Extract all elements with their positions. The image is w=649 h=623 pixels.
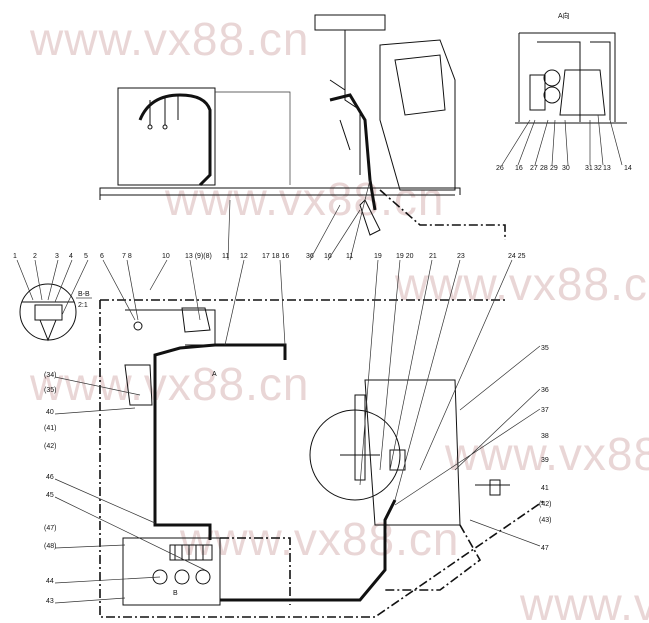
callout-label: 3: [55, 253, 59, 260]
section-scale-label: 2:1: [78, 302, 88, 309]
callout-label: 44: [46, 578, 54, 585]
callout-label: 13: [603, 165, 611, 172]
callout-label: (47): [44, 525, 56, 532]
watermark-text: www.vx88.cn: [444, 428, 649, 480]
callout-label: 21: [429, 253, 437, 260]
callout-label: 41: [541, 485, 549, 492]
callout-label: (41): [44, 425, 56, 432]
callouts-top-row: 1 2 3 4 5 6 7 8 10 13 (9)(8) 11 12 17 18…: [13, 179, 526, 501]
callout-label: (34): [44, 372, 56, 379]
callout-label: 1: [13, 253, 17, 260]
callout-label: (48): [44, 543, 56, 550]
callout-label: 38: [541, 433, 549, 440]
section-bb-label: B-B: [78, 291, 90, 298]
callout-label: 32: [594, 165, 602, 172]
callout-label: 26: [496, 165, 504, 172]
callout-label: 47: [541, 545, 549, 552]
watermark-text: www.vx88.cn: [164, 173, 444, 225]
callout-label: 40: [46, 409, 54, 416]
watermark-text: www.vx88.cn: [29, 358, 309, 410]
section-bb-detail: B-B 2:1: [16, 259, 92, 342]
callouts-left: (34) (35) 40 (41) (42) 46 45 (47) (48) 4…: [44, 372, 206, 605]
top-side-view: [99, 14, 506, 240]
callout-label: (42): [539, 501, 551, 508]
callout-label: 29: [550, 165, 558, 172]
callout-label: 45: [46, 492, 54, 499]
callout-label: 4: [69, 253, 73, 260]
callout-label: 2: [33, 253, 37, 260]
callout-label: 6: [100, 253, 104, 260]
callout-label: 13 (9)(8): [185, 253, 212, 260]
callout-label: 16: [515, 165, 523, 172]
callout-label: (42): [44, 443, 56, 450]
callout-label: 35: [541, 345, 549, 352]
callout-label: 39: [541, 457, 549, 464]
callout-label: 12: [240, 253, 248, 260]
callout-label: 27: [530, 165, 538, 172]
watermark-text: www.vx88.cn: [519, 578, 649, 623]
callout-label: (35): [44, 387, 56, 394]
arrow-a-label: A: [212, 371, 217, 378]
callout-label: (43): [539, 517, 551, 524]
callouts-right: 35 36 37 38 39 41 (42) (43) 47: [394, 345, 551, 552]
callout-label: 19: [374, 253, 382, 260]
watermark-text: www.vx88.cn: [29, 13, 309, 65]
callout-label: 24 25: [508, 253, 526, 260]
callout-label: 7 8: [122, 253, 132, 260]
callout-label: 10: [162, 253, 170, 260]
watermarks: www.vx88.cn www.vx88.cn www.vx88.cn www.…: [29, 13, 649, 623]
callout-label: 16: [324, 253, 332, 260]
callout-label: 5: [84, 253, 88, 260]
callout-label: 23: [457, 253, 465, 260]
callouts-view-a: 26 16 27 28 29 30 31 32 13 14: [496, 165, 632, 172]
callout-label: 43: [46, 598, 54, 605]
callout-label: 19 20: [396, 253, 414, 260]
view-a: A向: [501, 11, 627, 166]
view-a-label: A向: [558, 11, 570, 20]
watermark-text: www.vx88.cn: [394, 258, 649, 310]
callout-label: 30: [562, 165, 570, 172]
callout-label: 14: [624, 165, 632, 172]
callout-label: 28: [540, 165, 548, 172]
callout-label: 36: [306, 253, 314, 260]
arrow-b-label: B: [173, 590, 178, 597]
callout-label: 11: [346, 253, 353, 260]
callout-label: 36: [541, 387, 549, 394]
callout-label: 17 18 16: [262, 253, 289, 260]
watermark-text: www.vx88.cn: [179, 513, 459, 565]
callout-label: 31: [585, 165, 593, 172]
main-layout-view: A B: [99, 299, 546, 618]
callout-label: 37: [541, 407, 549, 414]
callout-label: 11: [222, 253, 229, 260]
callout-label: 46: [46, 474, 54, 481]
